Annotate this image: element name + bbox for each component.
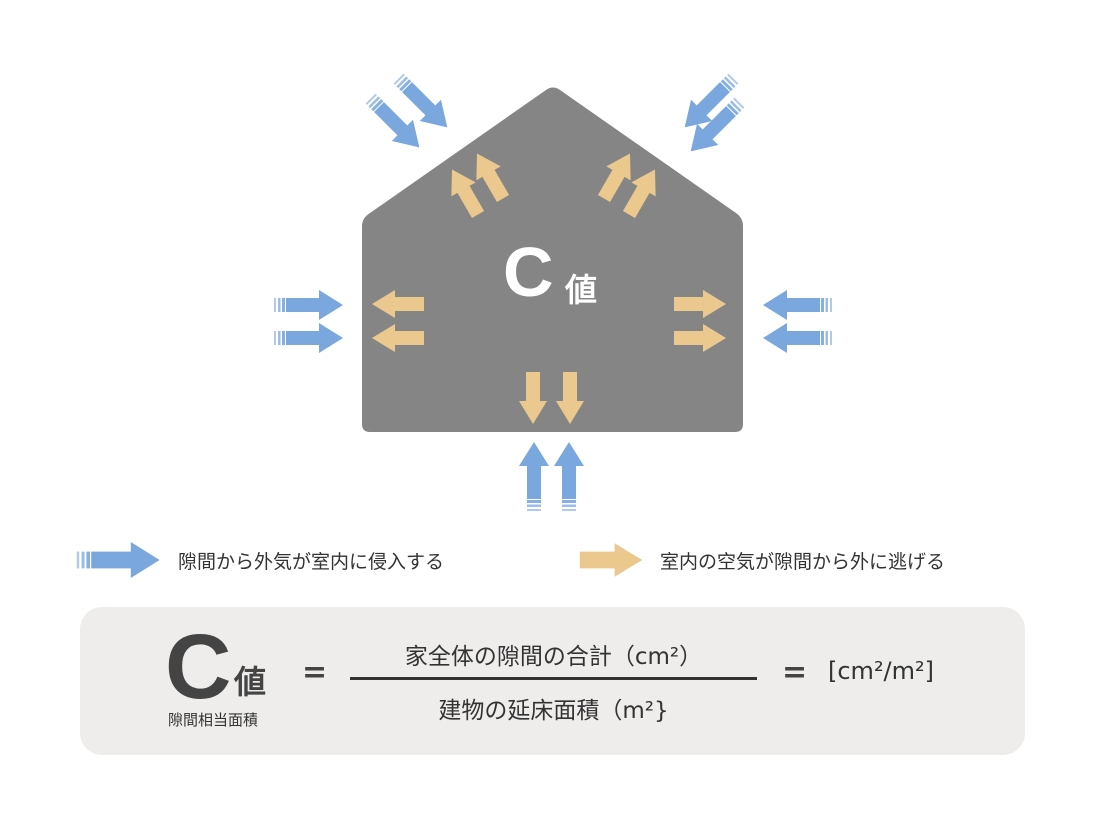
inflow-arrow-left-1 bbox=[274, 290, 343, 320]
legend-outflow-text: 室内の空気が隙間から外に逃げる bbox=[660, 551, 946, 573]
inflow-arrow-left-2 bbox=[274, 323, 343, 353]
formula-equals-2: = bbox=[782, 655, 808, 690]
legend-outflow-arrow-icon bbox=[579, 543, 643, 577]
inflow-arrow-right-1 bbox=[763, 290, 832, 320]
inflow-arrow-bottom-2 bbox=[554, 442, 584, 511]
legend-inflow-arrow-icon bbox=[76, 542, 160, 578]
house-c-label: C bbox=[503, 233, 554, 311]
fraction-line bbox=[350, 677, 757, 680]
house-value-label: 値 bbox=[565, 271, 598, 309]
formula-unit: [cm²/m²] bbox=[828, 657, 935, 685]
formula-c: C bbox=[165, 616, 232, 718]
legend-inflow-text: 隙間から外気が室内に侵入する bbox=[178, 551, 445, 573]
formula-subtitle: 隙間相当面積 bbox=[168, 711, 259, 729]
formula-equals-1: = bbox=[302, 655, 328, 690]
formula-denominator: 建物の延床面積（m²} bbox=[438, 698, 669, 724]
formula-value: 値 bbox=[234, 663, 267, 701]
formula-box bbox=[80, 607, 1025, 755]
inflow-arrow-right-2 bbox=[763, 323, 832, 353]
inflow-arrow-bottom-1 bbox=[519, 442, 549, 511]
formula-numerator: 家全体の隙間の合計（cm²） bbox=[404, 644, 703, 670]
